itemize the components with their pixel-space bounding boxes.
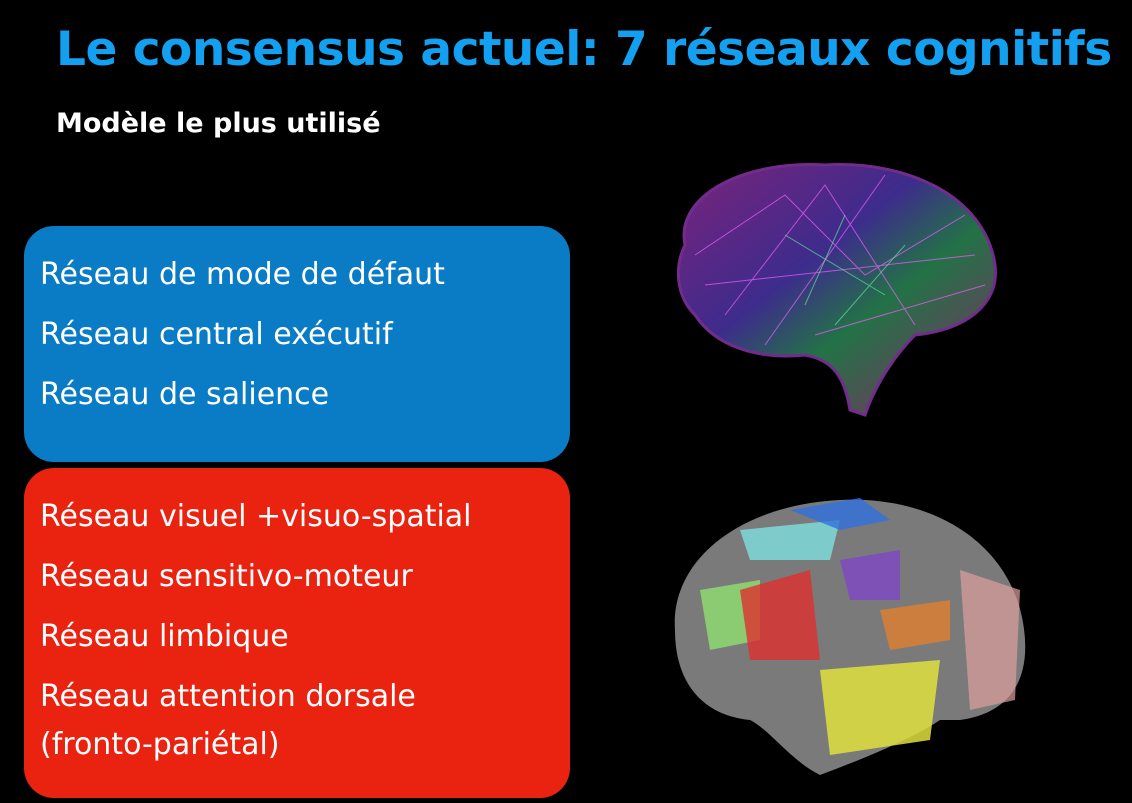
brain-networks-surface-image [674, 498, 1026, 775]
sensory-networks-box: Réseau visuel +visuo-spatial Réseau sens… [24, 468, 570, 798]
list-item: Réseau de salience [40, 377, 330, 412]
list-item: Réseau limbique [40, 619, 289, 654]
list-item: Réseau central exécutif [40, 317, 393, 352]
list-item: Réseau sensitivo-moteur [40, 559, 413, 594]
list-item: Réseau de mode de défaut [40, 257, 445, 292]
slide-subtitle: Modèle le plus utilisé [56, 108, 381, 139]
list-item: (fronto-pariétal) [40, 727, 280, 762]
slide-title: Le consensus actuel: 7 réseaux cognitifs [56, 22, 1112, 77]
list-item: Réseau attention dorsale [40, 679, 416, 714]
list-item: Réseau visuel +visuo-spatial [40, 499, 472, 534]
intrinsic-networks-box: Réseau de mode de défaut Réseau central … [24, 226, 570, 462]
brain-connectome-image [676, 163, 997, 417]
